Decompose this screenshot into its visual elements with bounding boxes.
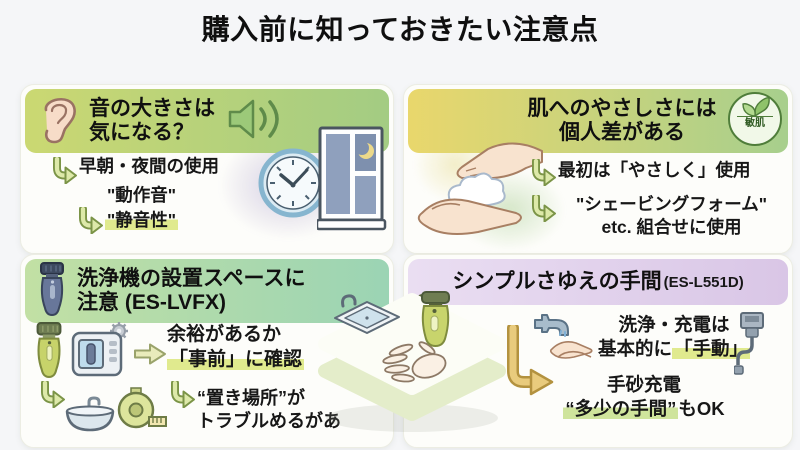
simple-point-2: 手砂充電 “多少の手間”もOK xyxy=(544,373,744,421)
measuring-tape-icon xyxy=(115,387,167,438)
sensitive-skin-leaf-badge: 敏肌 xyxy=(728,92,782,146)
counter-sink-illustration xyxy=(315,278,510,449)
washing-hands-icon xyxy=(546,335,594,370)
noise-point-1: 早朝・夜間の使用 xyxy=(79,156,219,176)
heading-line: 注意 (ES-LVFX) xyxy=(77,291,226,314)
space-point-2-line1: “置き場所”が xyxy=(197,388,305,408)
panel-space-header: 洗浄機の設置スペースに 注意 (ES-LVFX) xyxy=(25,259,389,323)
leaf-icon xyxy=(742,97,770,118)
panel-space: 洗浄機の設置スペースに 注意 (ES-LVFX) xyxy=(20,254,394,448)
skin-point-2-line2: etc. 組合せに使用 xyxy=(601,217,742,238)
heading-line: 気になる？ xyxy=(89,121,194,144)
bent-gold-arrow-icon xyxy=(504,322,556,404)
panel-noise-heading: 音の大きさは 気になる？ xyxy=(89,97,215,146)
space-point-2: “置き場所”が トラブルめるがあ xyxy=(197,387,341,434)
simple-point-2-line1: 手砂充電 xyxy=(606,374,681,395)
heading-line: 洗浄機の設置スペースに xyxy=(77,266,306,290)
heading-line: 肌へのやさしさには xyxy=(527,97,717,120)
shaver-icon xyxy=(37,261,67,322)
badge-divider xyxy=(737,116,773,117)
highlighted-text: “多少の手間” xyxy=(563,398,679,420)
badge-label: 敏肌 xyxy=(745,118,765,129)
panel-simple-model: (ES-L551D) xyxy=(663,273,744,291)
skin-point-2: "シェービングフォーム" etc. 組合せに使用 xyxy=(554,193,789,239)
panel-space-heading: 洗浄機の設置スペースに 注意 (ES-LVFX) xyxy=(77,267,305,316)
skin-point-1: 最初は「やさしく」使用 xyxy=(558,160,751,180)
panel-skin-heading: 肌へのやさしさには 個人差がある xyxy=(518,97,726,146)
ear-icon xyxy=(37,92,79,151)
highlighted-text: 「手動」 xyxy=(672,338,751,360)
turn-arrow-icon xyxy=(530,157,556,191)
sink-icon xyxy=(63,394,117,441)
heading-line: 音の大きさは xyxy=(89,96,215,120)
highlighted-text: 「事前」に確認 xyxy=(167,348,305,370)
panel-skin-header: 肌へのやさしさには 個人差がある 敏肌 xyxy=(408,89,788,153)
night-window-icon xyxy=(315,125,389,238)
space-point-1: 余裕があるか 「事前」に確認 xyxy=(167,323,305,373)
panel-noise: 音の大きさは 気になる？ 早朝・夜間の使用 "動作音" xyxy=(20,79,394,258)
cleaning-station-icon xyxy=(71,321,129,384)
noise-point-2: "静音性" xyxy=(105,209,179,232)
faucet-icon xyxy=(532,307,572,342)
right-arrow-icon xyxy=(133,341,167,372)
foam-hands-illustration xyxy=(404,129,544,252)
simple-point-1: 洗浄・充電は 基本的に「手動」 xyxy=(594,313,754,361)
usb-cable-icon xyxy=(733,311,770,380)
space-point-1-line1: 余裕があるか xyxy=(167,324,282,345)
green-shaver-icon xyxy=(33,321,65,384)
plain-text: 基本的に xyxy=(597,338,672,360)
space-point-2-line2: トラブルめるがあ xyxy=(197,411,341,432)
turn-arrow-icon xyxy=(39,379,65,413)
turn-arrow-icon xyxy=(77,205,103,239)
simple-point-2-line2: “多少の手間”もOK xyxy=(544,397,744,421)
noise-point-1-sub: "動作音" xyxy=(107,185,177,205)
turn-arrow-icon xyxy=(51,155,77,189)
page-title: 購入前に知っておきたい注意点 xyxy=(201,14,599,45)
turn-arrow-icon xyxy=(169,379,195,413)
plain-text: もOK xyxy=(678,398,725,420)
space-point-1-line2: 「事前」に確認 xyxy=(167,348,305,373)
turn-arrow-icon xyxy=(530,193,556,227)
simple-point-1-line2: 基本的に「手動」 xyxy=(594,337,754,361)
simple-point-1-line1: 洗浄・充電は xyxy=(618,314,730,335)
heading-line: 個人差がある xyxy=(559,121,685,145)
panel-skin: 肌へのやさしさには 個人差がある 敏肌 xyxy=(400,84,793,265)
panel-simple-heading: シンプルさゆえの手間 xyxy=(452,269,662,293)
speaker-icon xyxy=(227,96,285,147)
panel-simple-header: シンプルさゆえの手間 (ES-L551D) xyxy=(408,259,788,305)
highlighted-text: "静音性" xyxy=(105,210,179,230)
skin-point-2-line1: "シェービングフォーム" xyxy=(575,194,768,214)
